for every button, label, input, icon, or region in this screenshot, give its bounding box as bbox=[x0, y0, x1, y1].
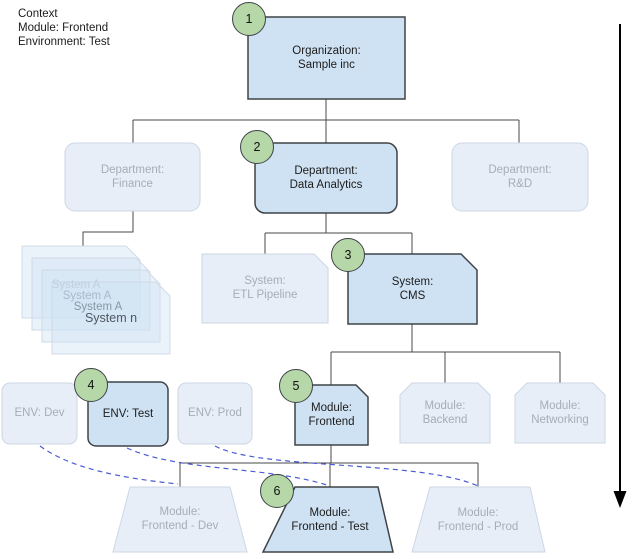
flow-direction-arrowhead-icon bbox=[613, 491, 627, 508]
env-dev-label: ENV: Dev bbox=[14, 407, 65, 419]
system-stack-shape-4 bbox=[51, 281, 171, 355]
connector-dataanalytics-to-systems bbox=[264, 213, 413, 254]
dept-data-analytics-node-shape bbox=[254, 142, 398, 214]
env-mapping-curve-dev bbox=[39, 445, 179, 485]
dept-data-analytics-label: Department: Data Analytics bbox=[289, 165, 363, 191]
deploy-frontend-prod-node-shape bbox=[411, 486, 546, 553]
connector-frontend-to-deployments bbox=[179, 445, 479, 487]
system-stack-shape-2 bbox=[31, 257, 151, 331]
module-backend-label: Module: Backend bbox=[422, 400, 468, 426]
system-stack-shape-3 bbox=[41, 269, 161, 343]
context-title: Context bbox=[18, 8, 58, 20]
env-test-node-shape bbox=[87, 381, 169, 447]
dept-rd-label: Department: R&D bbox=[488, 164, 552, 190]
dept-rd-node-shape bbox=[451, 142, 589, 212]
system-stack-label-3: System A bbox=[73, 301, 123, 313]
connector-org-to-departments bbox=[132, 99, 520, 146]
system-stack-label-n: System n bbox=[84, 311, 138, 325]
module-networking-label: Module: Networking bbox=[531, 400, 589, 426]
context-module: Module: Frontend bbox=[18, 22, 109, 34]
system-stack-label-2: System A bbox=[62, 290, 112, 302]
deploy-frontend-dev-node-shape bbox=[112, 486, 248, 553]
system-cms-label: System: CMS bbox=[391, 276, 434, 302]
env-prod-label: ENV: Prod bbox=[188, 407, 242, 419]
dept-finance-label: Department: Finance bbox=[100, 164, 165, 190]
env-test-label: ENV: Test bbox=[102, 408, 154, 420]
deploy-frontend-test-label: Module: Frontend - Test bbox=[291, 507, 369, 533]
step-4-badge: 4 bbox=[74, 368, 108, 402]
step-6-badge: 6 bbox=[260, 474, 294, 508]
step-5-badge: 5 bbox=[279, 369, 313, 403]
system-etl-node-shape bbox=[201, 253, 329, 324]
module-networking-node-shape bbox=[514, 382, 606, 444]
context-environment: Environment: Test bbox=[18, 36, 110, 48]
connector-finance-to-system-stack bbox=[82, 211, 134, 246]
env-mapping-curve-test bbox=[126, 447, 331, 487]
system-stack-label-1: System A bbox=[51, 279, 101, 291]
step-1-badge: 1 bbox=[232, 2, 266, 36]
system-cms-node-shape bbox=[347, 253, 478, 325]
env-dev-node-shape bbox=[1, 382, 78, 445]
env-prod-node-shape bbox=[177, 382, 253, 445]
connector-cms-to-modules bbox=[330, 324, 561, 385]
deploy-frontend-test-node-shape bbox=[261, 486, 394, 553]
env-mapping-curve-prod bbox=[214, 445, 479, 487]
deploy-frontend-prod-label: Module: Frontend - Prod bbox=[437, 507, 519, 533]
dept-finance-node-shape bbox=[64, 142, 201, 212]
organization-label: Organization: Sample inc bbox=[292, 45, 361, 71]
deploy-frontend-dev-label: Module: Frontend - Dev bbox=[141, 506, 219, 532]
context-annotation: Context Module: Frontend Environment: Te… bbox=[18, 7, 110, 49]
system-etl-label: System: ETL Pipeline bbox=[232, 275, 298, 301]
step-2-badge: 2 bbox=[240, 130, 274, 164]
module-frontend-label: Module: Frontend bbox=[308, 402, 355, 428]
step-3-badge: 3 bbox=[331, 238, 365, 272]
organization-node-shape bbox=[247, 16, 406, 100]
module-backend-node-shape bbox=[399, 382, 491, 444]
